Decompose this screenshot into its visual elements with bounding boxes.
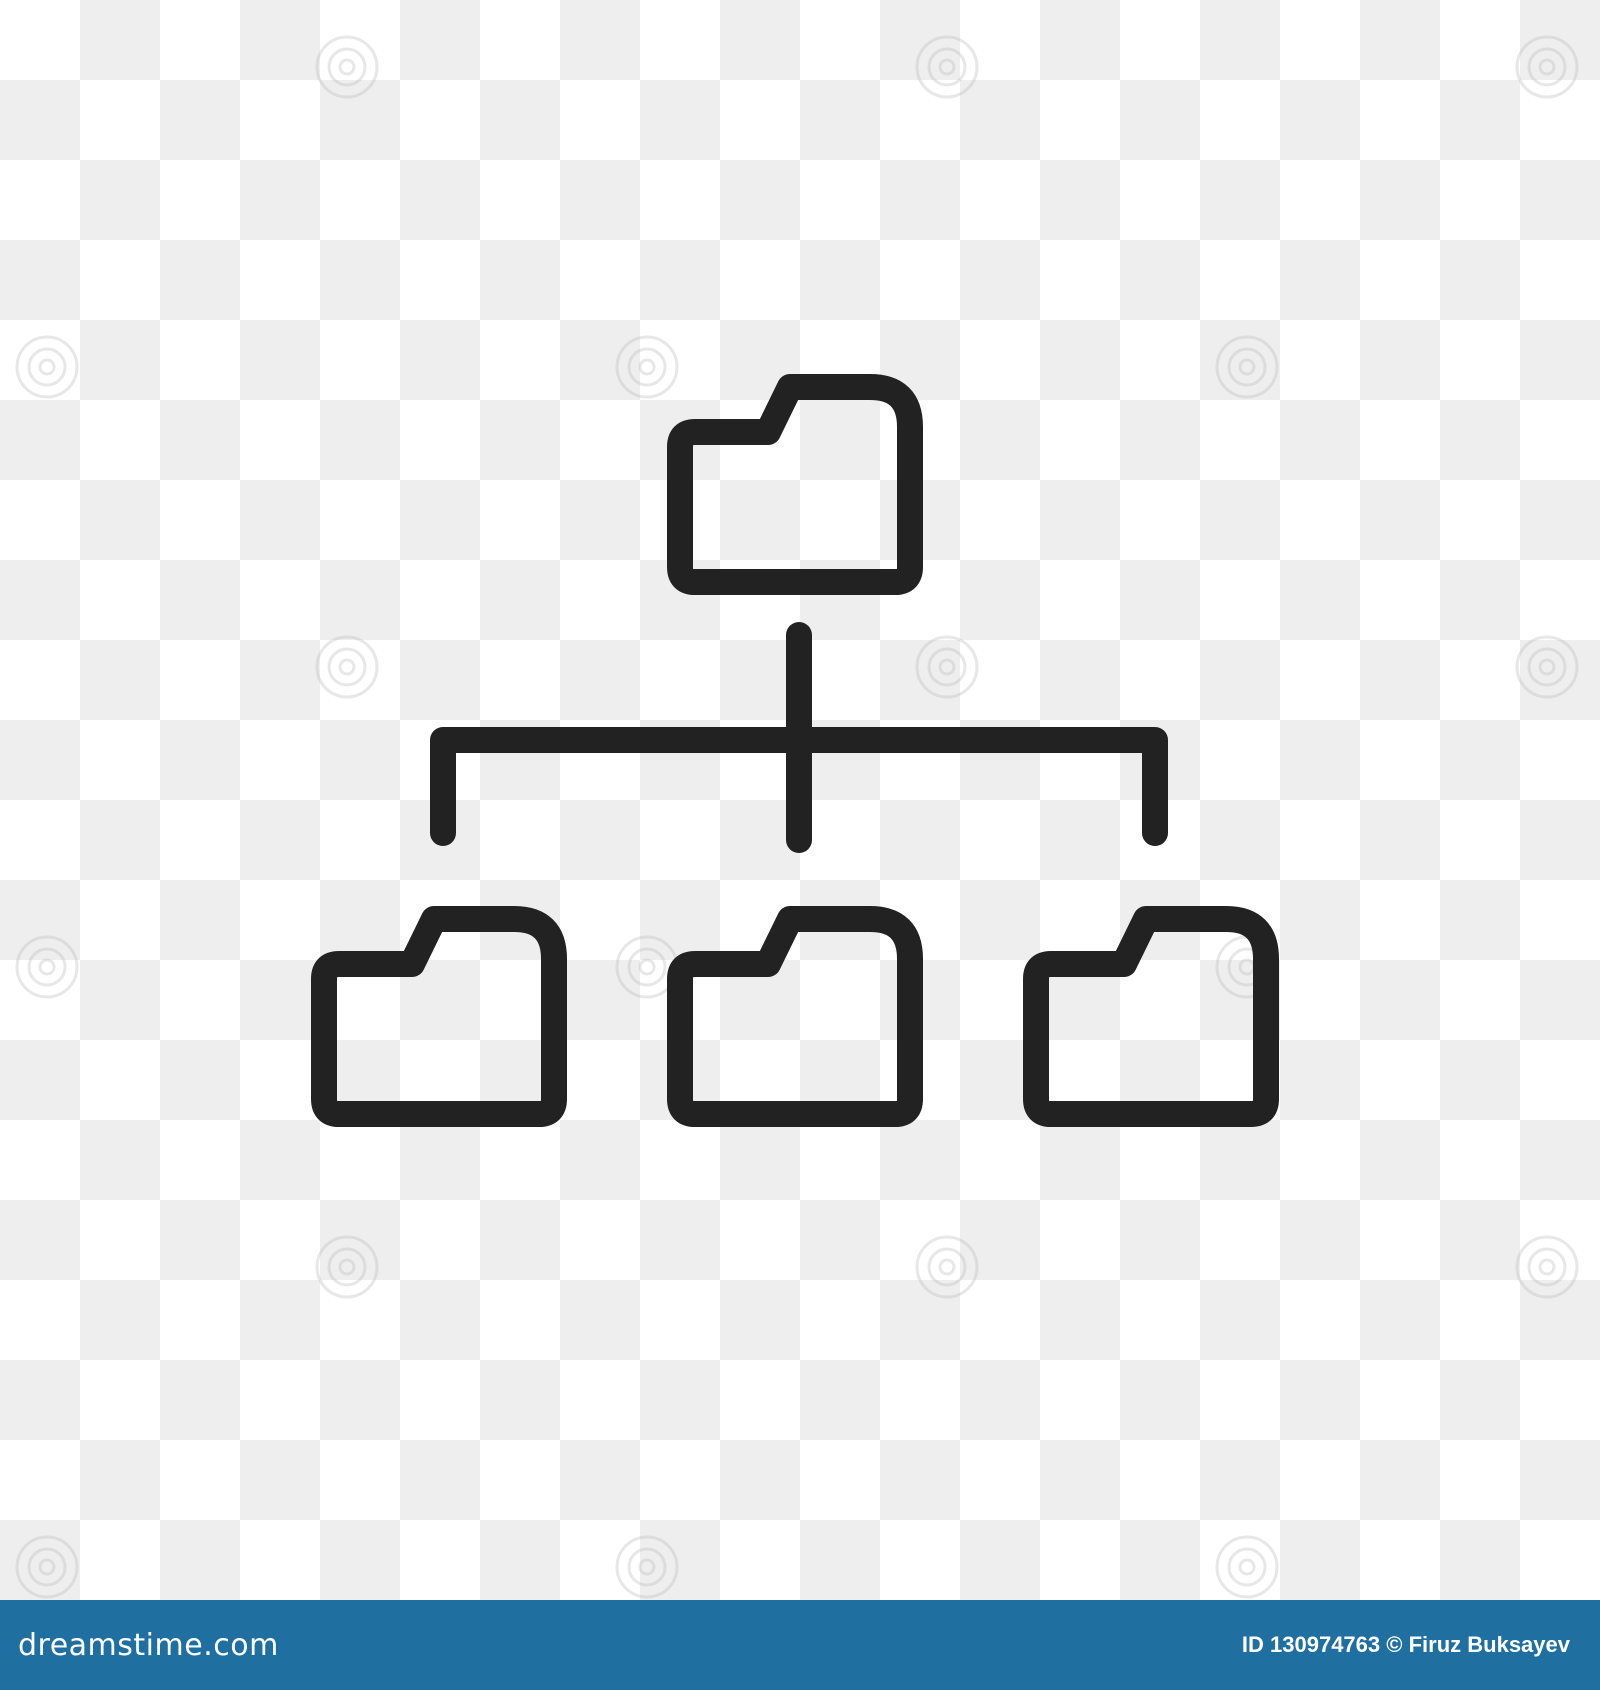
watermark-swirl-icon bbox=[315, 35, 379, 99]
brand-logo: dreamstime.com bbox=[18, 1627, 279, 1663]
watermark-swirl-icon bbox=[1215, 1535, 1279, 1599]
watermark-swirl-icon bbox=[1515, 35, 1579, 99]
watermark-swirl-icon bbox=[15, 335, 79, 399]
folder-icon bbox=[667, 906, 923, 1127]
folder-icon bbox=[667, 374, 923, 595]
folder-icon bbox=[1023, 906, 1279, 1127]
image-credit: ID 130974763 © Firuz Buksayev bbox=[1242, 1632, 1570, 1658]
watermark-swirl-icon bbox=[615, 335, 679, 399]
watermark-swirl-icon bbox=[315, 635, 379, 699]
image-id: ID 130974763 bbox=[1241, 1632, 1381, 1657]
watermark-swirl-icon bbox=[915, 35, 979, 99]
watermark-swirl-icon bbox=[615, 1535, 679, 1599]
connector-line bbox=[430, 727, 1168, 846]
watermark-swirl-icon bbox=[915, 1235, 979, 1299]
watermark-swirl-icon bbox=[315, 1235, 379, 1299]
folder-hierarchy-icon bbox=[311, 374, 1279, 1127]
author-credit: © Firuz Buksayev bbox=[1386, 1632, 1570, 1657]
watermark-bar: dreamstime.com ID 130974763 © Firuz Buks… bbox=[0, 1600, 1600, 1690]
watermark-swirl-icon bbox=[1515, 1235, 1579, 1299]
watermark-swirl-icon bbox=[15, 935, 79, 999]
watermark-swirl-icon bbox=[915, 635, 979, 699]
watermark-swirl-icon bbox=[1215, 335, 1279, 399]
folder-icon bbox=[311, 906, 567, 1127]
watermark-swirl-icon bbox=[15, 1535, 79, 1599]
watermark-swirl-icon bbox=[1515, 635, 1579, 699]
checkerboard-background bbox=[0, 0, 1600, 1600]
